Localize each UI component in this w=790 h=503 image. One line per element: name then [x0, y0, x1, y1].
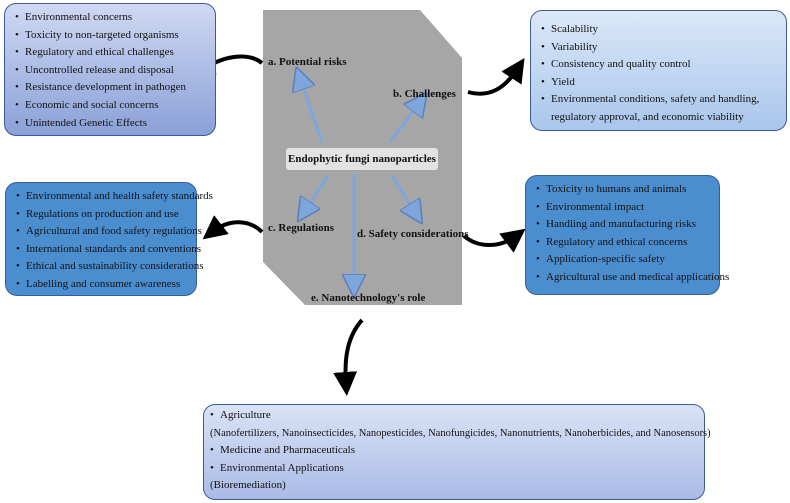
- list-item: Regulatory and ethical challenges: [15, 44, 215, 62]
- list-item: Environmental conditions, safety and han…: [541, 91, 790, 126]
- label-regulations: c. Regulations: [268, 222, 334, 234]
- list-item: Consistency and quality control: [541, 56, 786, 74]
- center-title: Endophytic fungi nanoparticles: [286, 148, 438, 170]
- list-item: Environmental and health safety standard…: [16, 188, 213, 206]
- thin-arrow-b: [388, 102, 420, 143]
- list-item: Medicine and Pharmaceuticals: [210, 442, 704, 460]
- list-item: Environmental impact: [536, 199, 719, 217]
- list-item: Yield: [541, 74, 786, 92]
- nanotech-role-box: Agriculture (Nanofertilizers, Nanoinsect…: [203, 404, 711, 500]
- curved-arrow-c: [202, 215, 264, 240]
- list-item: Variability: [541, 39, 786, 57]
- list-item: Regulations on production and use: [16, 206, 196, 224]
- list-item: Handling and manufacturing risks: [536, 216, 719, 234]
- list-item: Ethical and sustainability consideration…: [16, 258, 204, 276]
- list-item: Toxicity to non-targeted organisms: [15, 27, 215, 45]
- list-item: Labelling and consumer awareness: [16, 276, 196, 294]
- thin-arrow-a: [300, 78, 324, 143]
- list-item: Agricultural use and medical application…: [536, 269, 729, 287]
- list-item: Environmental concerns: [15, 9, 215, 27]
- safety-considerations-box: Toxicity to humans and animals Environme…: [525, 175, 729, 295]
- label-nanotech-role: e. Nanotechnology's role: [311, 292, 426, 304]
- list-item: Agriculture: [210, 407, 704, 425]
- list-item: Toxicity to humans and animals: [536, 181, 719, 199]
- list-item: Environmental Applications: [210, 460, 704, 478]
- list-item: Unintended Genetic Effects: [15, 115, 215, 133]
- list-item: Uncontrolled release and disposal: [15, 62, 215, 80]
- label-safety-considerations: d. Safety considerations: [357, 228, 469, 240]
- thin-arrow-c: [304, 175, 330, 212]
- list-item: Economic and social concerns: [15, 97, 215, 115]
- list-item: International standards and conventions: [16, 241, 201, 259]
- label-challenges: b. Challenges: [393, 88, 456, 100]
- list-item: Regulatory and ethical concerns: [536, 234, 719, 252]
- curved-arrow-d: [462, 228, 526, 253]
- challenges-box: Scalability Variability Consistency and …: [530, 10, 787, 131]
- agriculture-detail: (Nanofertilizers, Nanoinsecticides, Nano…: [210, 427, 711, 439]
- environmental-detail: (Bioremediation): [210, 479, 286, 492]
- curved-arrow-b: [467, 57, 525, 96]
- regulations-box: Environmental and health safety standard…: [5, 182, 213, 296]
- curved-arrow-e: [333, 318, 364, 396]
- thin-arrow-d: [390, 175, 416, 214]
- list-item: Resistance development in pathogen: [15, 79, 215, 97]
- list-item: Application-specific safety: [536, 251, 719, 269]
- list-item: Agricultural and food safety regulations: [16, 223, 202, 241]
- list-item: Scalability: [541, 21, 786, 39]
- label-potential-risks: a. Potential risks: [268, 56, 347, 68]
- potential-risks-box: Environmental concerns Toxicity to non-t…: [4, 3, 216, 136]
